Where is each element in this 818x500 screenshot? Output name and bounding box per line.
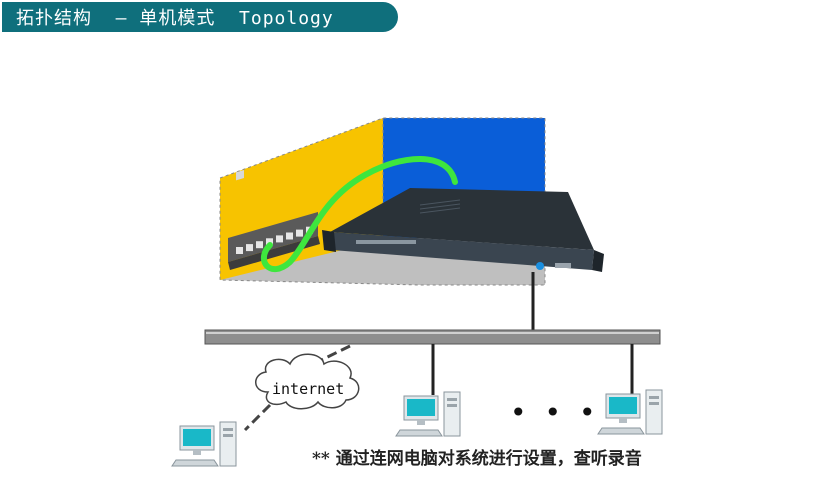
page-title-text: 拓扑结构 – 单机模式 Topology	[16, 8, 334, 29]
front-label-plate	[555, 263, 571, 268]
brand-label	[356, 240, 416, 244]
switch-port	[276, 235, 283, 243]
ellipsis-dots: •••	[510, 396, 614, 429]
internet-link-lower	[243, 403, 272, 432]
switch-port	[296, 229, 303, 237]
recording-device-icon	[322, 188, 604, 272]
setup-note: ** 通过连网电脑对系统进行设置，查听录音	[312, 449, 642, 469]
internet-label: internet	[272, 380, 345, 398]
cloud-icon	[255, 353, 360, 410]
power-button	[536, 262, 544, 270]
desktop-computer-icon	[597, 389, 663, 435]
switch-port	[266, 238, 273, 246]
switch-port	[286, 232, 293, 240]
switch-port	[246, 244, 253, 252]
desktop-computer-icon	[171, 421, 237, 467]
desktop-computer-icon	[395, 391, 461, 437]
page-title: 拓扑结构 – 单机模式 Topology	[2, 2, 398, 32]
internet-link-upper	[304, 344, 351, 370]
switch-port	[256, 241, 263, 249]
switch-port	[236, 247, 243, 254]
network-cable	[261, 156, 458, 272]
